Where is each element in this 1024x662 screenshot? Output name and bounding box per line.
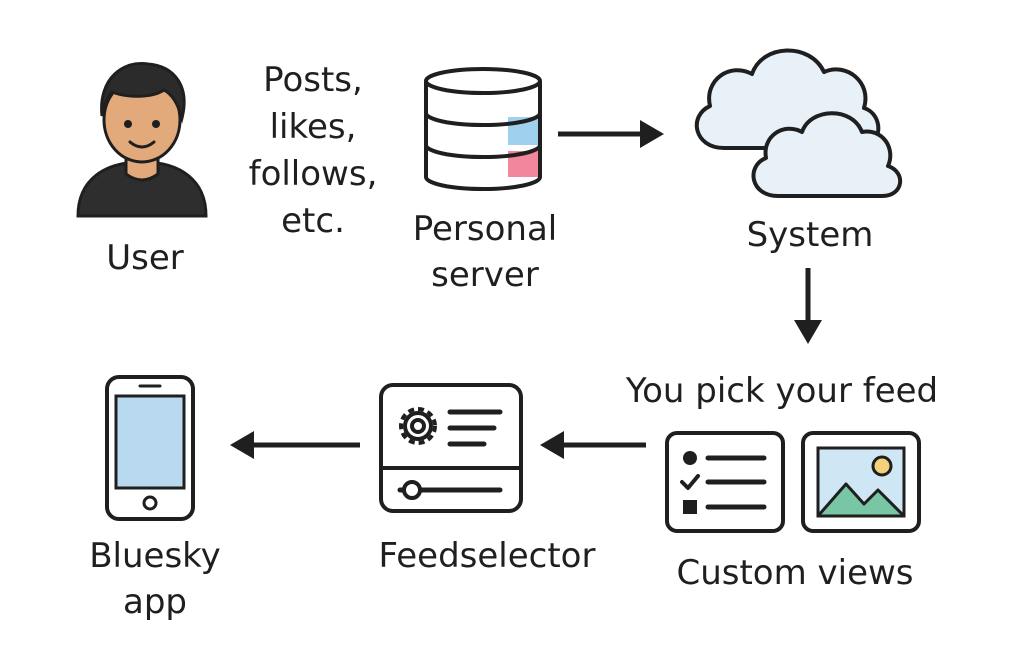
custom-views-label: Custom views	[676, 553, 914, 593]
app-line-1: Bluesky	[89, 536, 221, 576]
pick-feed-label: You pick your feed	[625, 371, 939, 411]
cloud-icon	[694, 48, 903, 198]
system-label: System	[746, 215, 874, 255]
custom-views-node	[664, 430, 786, 534]
image-view-node	[800, 430, 922, 534]
settings-panel-icon	[379, 383, 523, 513]
feedselector-label: Feedselector	[378, 536, 596, 576]
server-line-2: server	[431, 255, 539, 295]
server-node	[420, 65, 546, 195]
arrow-down-icon	[794, 268, 822, 344]
app-line-2: app	[123, 582, 187, 622]
list-icon	[665, 431, 785, 533]
person-avatar-icon	[76, 61, 208, 218]
feedselector-node	[378, 382, 524, 514]
arrow-left-icon	[230, 431, 360, 459]
data-line-1: Posts,	[263, 60, 363, 100]
app-label: Bluesky app	[70, 533, 240, 625]
arrow-left-icon	[540, 431, 646, 459]
image-icon	[801, 431, 921, 533]
data-line-3: follows,	[248, 154, 378, 194]
smartphone-icon	[105, 375, 195, 521]
data-line-2: likes,	[269, 107, 357, 147]
system-node	[684, 36, 904, 204]
user-label: User	[106, 238, 184, 278]
server-line-1: Personal	[412, 209, 558, 249]
server-label: Personal server	[395, 206, 575, 298]
data-line-4: etc.	[281, 201, 345, 241]
user-node	[72, 58, 212, 220]
data-types-label: Posts, likes, follows, etc.	[228, 57, 398, 245]
app-node	[104, 374, 196, 522]
arrow-right-icon	[558, 120, 664, 148]
database-icon	[424, 67, 542, 191]
gear-icon	[399, 407, 437, 445]
